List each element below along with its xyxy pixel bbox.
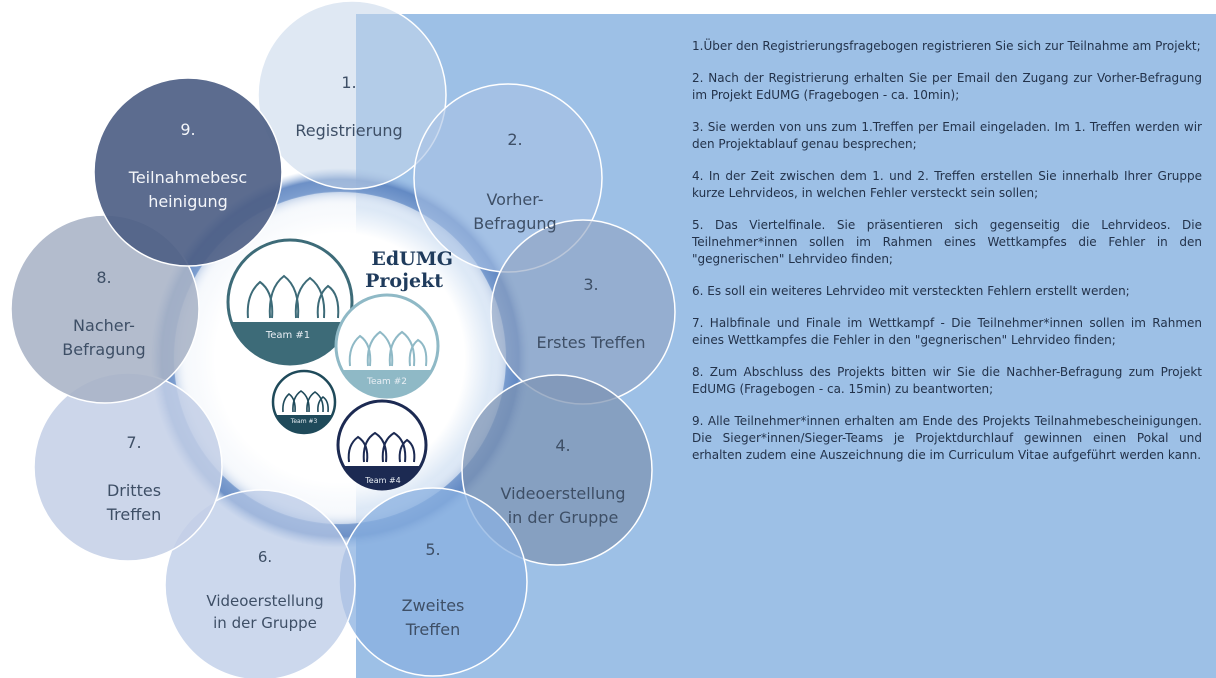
step-1-number: 1. — [341, 73, 357, 92]
step-descriptions: 1.Über den Registrierungsfragebogen regi… — [692, 38, 1202, 479]
description-3: 3. Sie werden von uns zum 1.Treffen per … — [692, 120, 1202, 151]
team-3-badge — [271, 369, 337, 435]
step-8-number: 8. — [96, 268, 112, 287]
description-6: 6. Es soll ein weiteres Lehrvideo mit ve… — [692, 284, 1130, 298]
team-4-badge — [336, 399, 428, 491]
step-circle-6 — [164, 489, 356, 678]
description-1: 1.Über den Registrierungsfragebogen regi… — [692, 39, 1201, 53]
project-title-line2: Projekt — [365, 270, 443, 292]
description-9: 9. Alle Teilnehmer*innen erhalten am End… — [692, 414, 1202, 462]
step-7-number: 7. — [126, 433, 142, 452]
step-6-number: 6. — [257, 548, 273, 566]
description-5: 5. Das Viertelfinale. Sie präsentieren s… — [692, 218, 1202, 266]
step-5-number: 5. — [425, 540, 441, 559]
description-8: 8. Zum Abschluss des Projekts bitten wir… — [692, 365, 1202, 396]
team-3-label: Team #3 — [290, 418, 318, 425]
description-7: 7. Halbfinale und Finale im Wettkampf - … — [692, 316, 1202, 347]
step-9-number: 9. — [180, 120, 196, 139]
step-3-text: 3. Erstes Treffen — [536, 249, 645, 379]
step-3-number: 3. — [583, 275, 599, 294]
team-4-label: Team #4 — [365, 476, 401, 485]
team-1-label: Team #1 — [265, 330, 311, 341]
step-2-text: 2. Vorher- Befragung — [473, 104, 556, 260]
description-4: 4. In der Zeit zwischen dem 1. und 2. Tr… — [692, 169, 1202, 200]
step-4-text: 4. Videoerstellung in der Gruppe — [500, 410, 625, 554]
step-7-label: Drittes Treffen — [106, 481, 162, 524]
step-9-text: 9. Teilnahmebesc heinigung — [129, 94, 247, 238]
step-1-text: 1. Registrierung — [295, 47, 402, 167]
step-4-label: Videoerstellung in der Gruppe — [500, 484, 626, 527]
step-2-number: 2. — [507, 130, 523, 149]
step-5-text: 5. Zweites Treffen — [402, 514, 465, 666]
description-2: 2. Nach der Registrierung erhalten Sie p… — [692, 71, 1202, 102]
step-7-text: 7. Drittes Treffen — [107, 407, 162, 551]
project-title-line1: EdUMG — [371, 248, 453, 270]
team-2-label: Team #2 — [367, 377, 407, 387]
step-3-label: Erstes Treffen — [536, 333, 646, 352]
step-6-text: 6. Videoerstellung in der Gruppe — [206, 524, 323, 656]
project-title: EdUMG Projekt — [353, 248, 453, 292]
step-circle-1 — [257, 0, 447, 190]
step-9-label: Teilnahmebesc heinigung — [128, 168, 248, 211]
step-6-label: Videoerstellung in der Gruppe — [206, 592, 324, 632]
step-5-label: Zweites Treffen — [401, 596, 465, 639]
step-2-label: Vorher- Befragung — [473, 190, 557, 233]
step-circle-4 — [461, 374, 653, 566]
step-8-text: 8. Nacher- Befragung — [62, 242, 145, 386]
step-8-label: Nacher- Befragung — [62, 316, 146, 359]
step-circle-9 — [93, 77, 283, 267]
step-1-label: Registrierung — [295, 121, 403, 140]
step-4-number: 4. — [555, 436, 571, 455]
